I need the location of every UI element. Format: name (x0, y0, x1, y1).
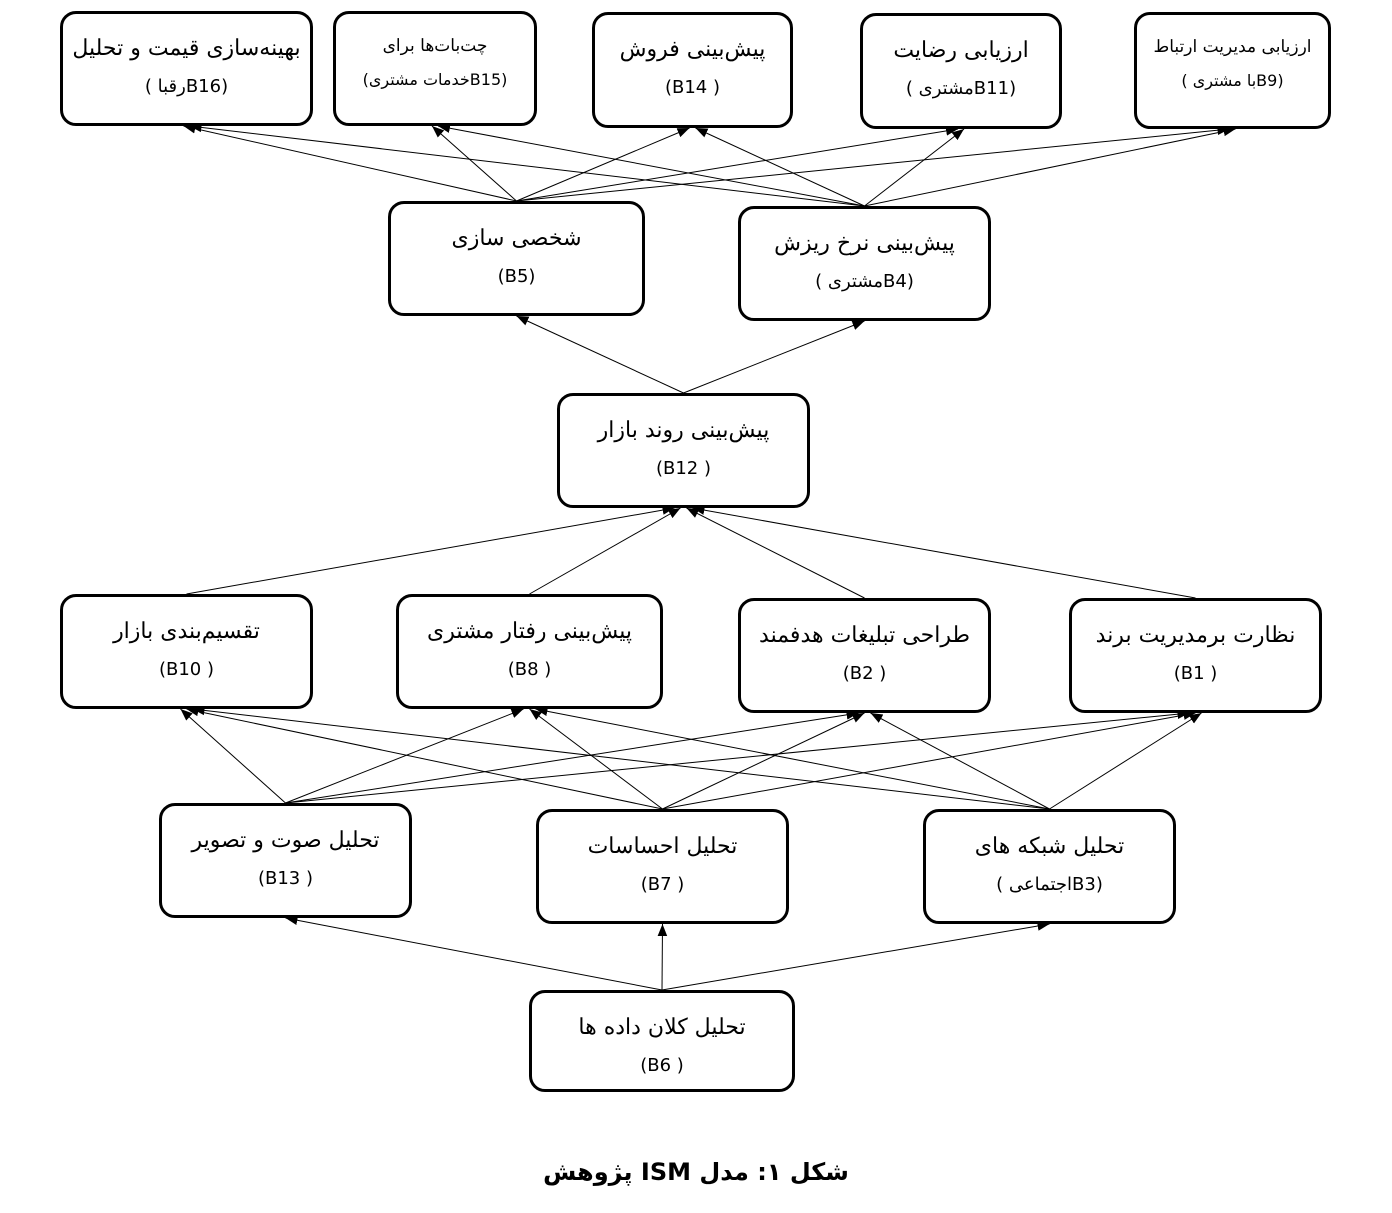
edge-b4-to-b9 (864, 126, 1236, 207)
node-b14-sales-forecast: پیش‌بینی فروش ( B14) (592, 12, 793, 128)
edge-b2-to-b12 (686, 507, 865, 599)
edge-b7-to-b2 (662, 712, 865, 810)
node-b1-brand-monitoring: نظارت برمدیریت برند ( B1) (1069, 598, 1322, 713)
node-code: (B5) (497, 266, 536, 288)
edge-b12-to-b4 (683, 320, 865, 394)
edge-b12-to-b5 (516, 315, 684, 394)
node-b2-targeted-ads: طراحی تبلیغات هدفمند ( B2) (738, 598, 991, 713)
node-title: تحلیل کلان داده ها (578, 1015, 746, 1040)
node-title: چت‌بات‌ها برای (382, 36, 488, 56)
edge-b5-to-b9 (516, 125, 1230, 202)
node-b8-customer-behavior: پیش‌بینی رفتار مشتری ( B8) (396, 594, 663, 709)
edge-b3-to-b10 (192, 705, 1050, 810)
node-title: پیش‌بینی روند بازار (597, 418, 770, 443)
node-title: تحلیل صوت و تصویر (191, 828, 380, 853)
edge-b5-to-b15 (431, 125, 517, 202)
edge-b7-to-b10 (186, 706, 663, 810)
node-code: (B9با مشتری ) (1181, 71, 1284, 91)
node-b12-market-trend: پیش‌بینی روند بازار ( B12) (557, 393, 810, 508)
edge-b5-to-b16 (183, 123, 517, 202)
node-title: تحلیل شبکه های (974, 834, 1125, 859)
node-code: ( B10) (158, 659, 215, 681)
node-b4-churn: پیش‌بینی نرخ ریزش (B4مشتری ) (738, 206, 991, 321)
node-b3-social-network: تحلیل شبکه های (B3اجتماعی ) (923, 809, 1176, 924)
node-code: ( B7) (640, 874, 685, 896)
edge-b4-to-b15 (437, 123, 865, 207)
edge-b13-to-b10 (180, 708, 286, 804)
node-code: ( B1) (1173, 663, 1218, 685)
edge-b4-to-b16 (189, 122, 865, 207)
node-b10-segmentation: تقسیم‌بندی بازار ( B10) (60, 594, 313, 709)
node-code: (B4مشتری ) (815, 271, 914, 293)
node-code: ( B6) (640, 1055, 684, 1077)
node-title: پیش‌بینی فروش (619, 37, 766, 62)
edge-b6-to-b3 (661, 921, 1050, 991)
node-code: (B15خدمات مشتری) (362, 70, 508, 90)
node-b7-sentiment: تحلیل احساسات ( B7) (536, 809, 789, 924)
node-b16-price-optimization: بهینه‌سازی قیمت و تحلیل (B16رقبا ) (60, 11, 313, 126)
node-code: ( B13) (257, 868, 314, 890)
node-title: طراحی تبلیغات هدفمند (759, 623, 970, 648)
node-code: ( B8) (507, 659, 552, 681)
node-title: پیش‌بینی نرخ ریزش (774, 231, 955, 256)
node-b6-big-data: تحلیل کلان داده ها ( B6) (529, 990, 795, 1092)
edge-b13-to-b8 (285, 708, 524, 804)
node-code: (B16رقبا ) (144, 76, 229, 98)
node-b11-satisfaction: ارزیابی رضایت (B11مشتری ) (860, 13, 1062, 129)
node-b5-personalization: شخصی سازی (B5) (388, 201, 645, 316)
node-title: تحلیل احساسات (587, 834, 738, 859)
node-title: نظارت برمدیریت برند (1095, 623, 1296, 648)
node-title: بهینه‌سازی قیمت و تحلیل (72, 36, 301, 61)
node-code: ( B2) (842, 663, 887, 685)
node-title: ارزیابی رضایت (893, 38, 1029, 63)
edge-b3-to-b8 (535, 706, 1050, 810)
node-code: (B11مشتری ) (905, 78, 1017, 100)
node-title: ارزیابی مدیریت ارتباط (1153, 37, 1312, 57)
node-b13-audio-image: تحلیل صوت و تصویر ( B13) (159, 803, 412, 918)
edge-b4-to-b11 (864, 128, 965, 207)
node-code: ( B14) (664, 77, 721, 99)
edge-b3-to-b2 (870, 712, 1050, 810)
edge-b7-to-b1 (662, 710, 1196, 810)
node-title: پیش‌بینی رفتار مشتری (426, 619, 633, 644)
edge-b7-to-b8 (529, 708, 663, 810)
figure-caption: شکل ۱: مدل ISM پژوهش (543, 1158, 849, 1186)
node-title: تقسیم‌بندی بازار (113, 619, 260, 644)
edge-b6-to-b13 (285, 915, 663, 991)
node-code: ( B12) (655, 458, 712, 480)
edge-b10-to-b12 (186, 505, 675, 595)
edge-b5-to-b14 (516, 127, 690, 202)
edge-b5-to-b11 (516, 126, 959, 202)
edge-b3-to-b1 (1049, 712, 1202, 810)
edge-b13-to-b2 (285, 710, 859, 804)
node-code: (B3اجتماعی ) (996, 874, 1103, 896)
node-title: شخصی سازی (451, 226, 582, 251)
node-b9-crm: ارزیابی مدیریت ارتباط (B9با مشتری ) (1134, 12, 1331, 129)
edge-b4-to-b14 (695, 127, 865, 207)
edge-b6-to-b7 (657, 923, 668, 991)
edge-b8-to-b12 (529, 507, 681, 595)
node-b15-chatbots: چت‌بات‌ها برای (B15خدمات مشتری) (333, 11, 537, 126)
edge-b13-to-b1 (285, 709, 1190, 804)
edge-b1-to-b12 (692, 505, 1196, 599)
